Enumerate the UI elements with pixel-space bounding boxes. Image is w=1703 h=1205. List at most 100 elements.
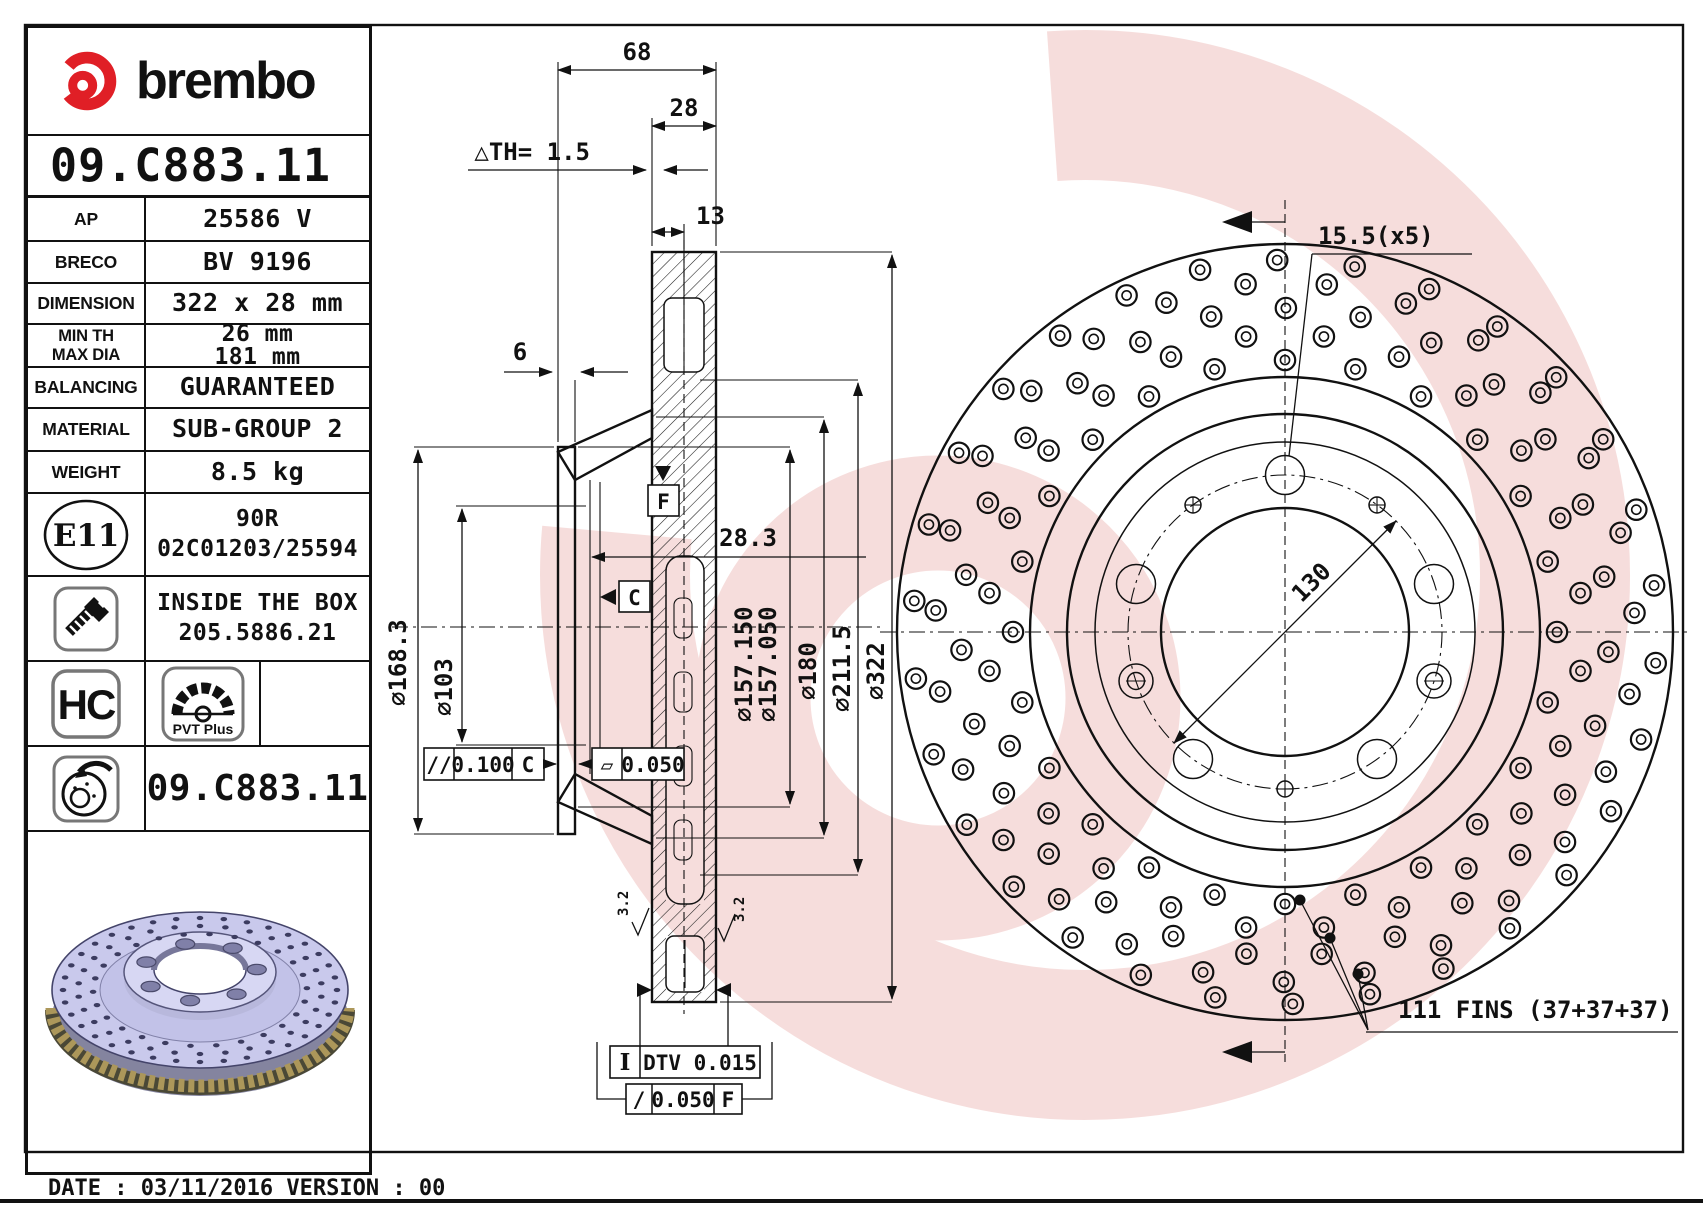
dim-dia-hub: ⌀180 — [794, 642, 822, 700]
spec-label: BRECO — [28, 242, 146, 282]
spec-label: BALANCING — [28, 368, 146, 407]
roughness-mark-left: 3.2 — [616, 891, 650, 937]
pin-holes — [1184, 496, 1386, 798]
roughness-mark-right: 3.2 — [717, 897, 748, 943]
spec-row-ap: AP 25586 V — [28, 198, 369, 242]
dim-dia-hat: ⌀211.5 — [828, 625, 856, 712]
bolt-hole-slot-bottom — [665, 935, 705, 993]
dim-dia-flange: ⌀168.3 — [384, 619, 412, 706]
spec-value: 26 mm — [221, 320, 294, 347]
svg-text:0.050: 0.050 — [621, 753, 684, 777]
inside-box-line2: 205.5886.21 — [178, 619, 337, 646]
spec-row-material: MATERIAL SUB-GROUP 2 — [28, 409, 369, 452]
parallelism-frame: // 0.100 C — [423, 747, 557, 781]
datum-f-triangle — [655, 466, 671, 481]
vane-pillar — [673, 671, 693, 713]
center-bore-circle — [1159, 506, 1411, 758]
spec-label: MAX DIA — [51, 345, 121, 364]
spec-label: AP — [28, 198, 146, 240]
homologation-row: E11 90R 02C01203/25594 — [28, 494, 369, 577]
homologation-line2: 02C01203/25594 — [157, 535, 358, 562]
e11-badge-icon: E11 — [43, 499, 129, 570]
vane-pillar — [673, 819, 693, 861]
disc-3d-render — [28, 832, 369, 1172]
badges-row: HC PVT Plus — [28, 662, 369, 747]
sheet-bottom-edge — [0, 1199, 1703, 1203]
spec-label: WEIGHT — [28, 452, 146, 492]
spec-value: BV 9196 — [203, 246, 312, 276]
vane-pillar — [673, 597, 693, 639]
datum-c-triangle — [600, 589, 616, 605]
rotation-arrow-top — [1222, 211, 1252, 233]
dim-total-width: 68 — [623, 38, 652, 66]
spec-value: 181 mm — [214, 343, 301, 370]
spec-value: SUB-GROUP 2 — [171, 414, 344, 444]
hole-note-leader — [1288, 253, 1313, 457]
brembo-watermark — [540, 30, 1630, 1120]
dim-hat-depth: 28.3 — [719, 524, 777, 552]
svg-text:F: F — [722, 1088, 735, 1112]
dim-band-width: 28 — [670, 94, 699, 122]
rotation-arrow-bottom — [1222, 1041, 1252, 1063]
svg-text:C: C — [522, 753, 535, 777]
svg-text:0.100: 0.100 — [451, 753, 514, 777]
spec-panel: brembo 09.C883.11 AP 25586 V BRECO BV 91… — [25, 25, 372, 1175]
svg-text:3.2: 3.2 — [732, 897, 748, 922]
watermark-inner-ring — [695, 455, 1181, 941]
bolt-hole-slot-top — [663, 297, 705, 373]
svg-text:DTV 0.015: DTV 0.015 — [643, 1051, 757, 1075]
disc-direction-icon — [52, 755, 120, 822]
dim-dia-pilot-lower: ⌀157.050 — [754, 606, 782, 722]
svg-text:▱: ▱ — [601, 753, 614, 777]
dim-flange-thickness: 6 — [513, 338, 527, 366]
date-version-line: DATE : 03/11/2016 VERSION : 00 — [48, 1176, 446, 1201]
hat-web-bottom — [556, 772, 654, 846]
hc-badge-icon: HC — [51, 668, 121, 739]
pilot-recess-circle — [1094, 441, 1476, 823]
spec-row-balancing: BALANCING GUARANTEED — [28, 368, 369, 409]
dtv-frame: I DTV 0.015 — [609, 983, 761, 1079]
friction-band-hatch — [652, 252, 716, 1002]
hat-web-top — [556, 408, 654, 482]
vent-channel — [665, 555, 705, 905]
brembo-logo-icon — [57, 51, 117, 111]
bottom-part-number: 09.C883.11 — [146, 767, 369, 809]
svg-text:0.050: 0.050 — [651, 1088, 714, 1112]
hc-badge-label: HC — [58, 681, 116, 728]
hat-outer-circle — [1028, 375, 1542, 889]
set-screw-holes — [1118, 663, 1452, 699]
spec-label: DIMENSION — [28, 284, 146, 323]
svg-text:/: / — [633, 1088, 646, 1112]
brand-wordmark: brembo — [136, 52, 317, 110]
homologation-line1: 90R — [235, 505, 280, 532]
spec-value: 322 x 28 mm — [171, 288, 344, 318]
drilled-hole-pattern — [902, 248, 1667, 1016]
spec-value: 8.5 kg — [210, 456, 305, 486]
pvt-plus-icon: PVT Plus — [161, 666, 244, 741]
bolt-circle-dim-line — [1173, 520, 1397, 744]
spec-value: 25586 V — [203, 203, 312, 233]
svg-text:3.2: 3.2 — [616, 891, 632, 916]
dim-dia-pilot-upper: ⌀157.150 — [730, 606, 758, 722]
part-number-row: 09.C883.11 — [28, 136, 369, 198]
spec-label: MIN TH — [58, 326, 114, 345]
spec-row-minth-maxdia: MIN TH MAX DIA 26 mm 181 mm — [28, 320, 369, 370]
bolt-holes — [1115, 454, 1455, 780]
disc-outer-edge — [895, 242, 1675, 1022]
dim-dia-outer: ⌀322 — [862, 642, 890, 700]
svg-text:I: I — [620, 1049, 631, 1076]
screw-icon — [53, 586, 119, 651]
note-bolt-hole-dia: 15.5(x5) — [1318, 222, 1434, 250]
note-fins: 111 FINS (37+37+37) — [1398, 996, 1673, 1024]
brand-header: brembo — [28, 28, 369, 136]
spec-row-dimension: DIMENSION 322 x 28 mm — [28, 284, 369, 325]
datum-c-label: C — [628, 586, 641, 610]
bottom-part-row: 09.C883.11 — [28, 747, 369, 832]
spec-row-weight: WEIGHT 8.5 kg — [28, 452, 369, 494]
hub-face-circle — [1065, 412, 1505, 852]
flatness-frame: ▱ 0.050 — [578, 747, 685, 781]
cross-section-view: 68 28 △TH= 1.5 13 6 28.3 ⌀168.3 — [384, 38, 897, 1115]
inside-box-row: INSIDE THE BOX 205.5886.21 — [28, 577, 369, 662]
datum-f-label: F — [657, 490, 670, 514]
